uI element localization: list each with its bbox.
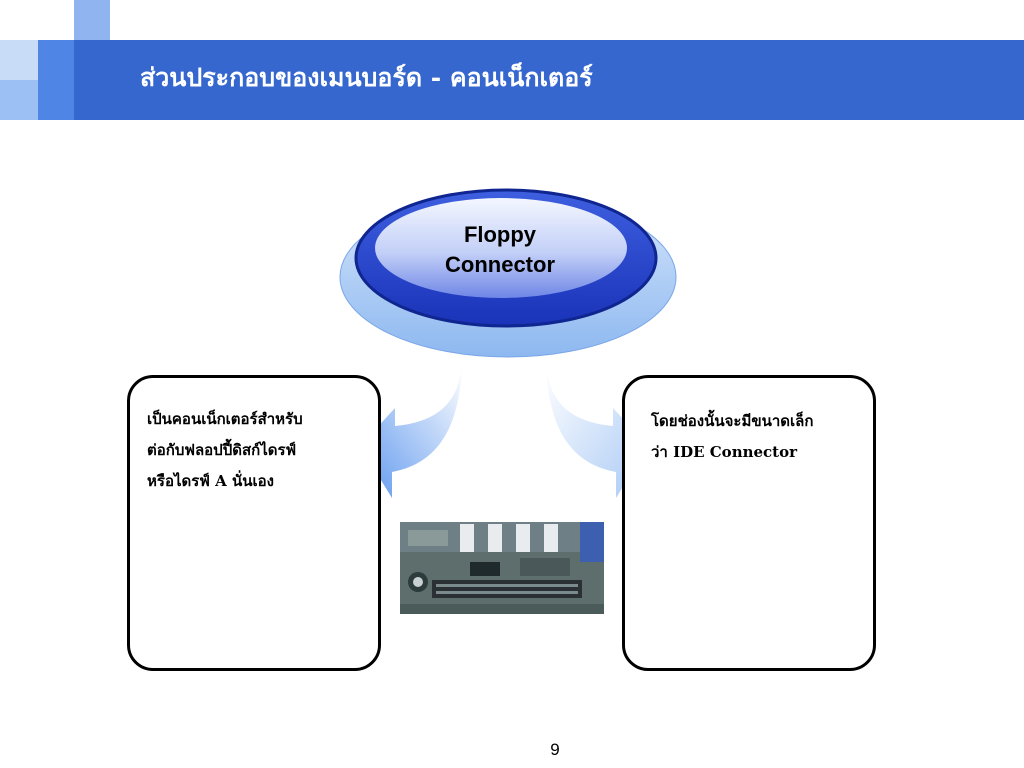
floppy-connector-ellipse [339, 188, 677, 358]
floppy-connector-photo [400, 522, 604, 614]
title-bar [74, 40, 1024, 120]
right-text-line-1: โดยช่องนั้นจะมีขนาดเล็ก [651, 412, 814, 430]
right-description-box: โดยช่องนั้นจะมีขนาดเล็ก ว่า IDE Connecto… [622, 375, 876, 671]
right-description-text: โดยช่องนั้นจะมีขนาดเล็ก ว่า IDE Connecto… [651, 406, 813, 468]
left-text-line-1: เป็นคอนเน็กเตอร์สำหรับ [147, 410, 303, 428]
left-description-text: เป็นคอนเน็กเตอร์สำหรับ ต่อกับฟลอปปี้ดิสก… [147, 404, 303, 497]
right-text-line-2: ว่า IDE Connector [651, 443, 798, 461]
ellipse-label-line-2: Connector [445, 252, 555, 277]
ellipse-label: Floppy Connector [400, 220, 600, 280]
slide-title: ส่วนประกอบของเมนบอร์ด - คอนเน็กเตอร์ [140, 63, 593, 92]
left-text-line-3: หรือไดรฟ์ A นั่นเอง [147, 472, 274, 490]
left-arrow-icon [360, 362, 462, 498]
left-text-line-2: ต่อกับฟลอปปี้ดิสก์ไดรฟ์ [147, 441, 297, 459]
left-description-box: เป็นคอนเน็กเตอร์สำหรับ ต่อกับฟลอปปี้ดิสก… [127, 375, 381, 671]
decor-square-4 [0, 80, 38, 120]
decor-square-3 [38, 40, 74, 120]
ellipse-label-line-1: Floppy [463, 222, 537, 247]
page-number: 9 [550, 740, 560, 759]
